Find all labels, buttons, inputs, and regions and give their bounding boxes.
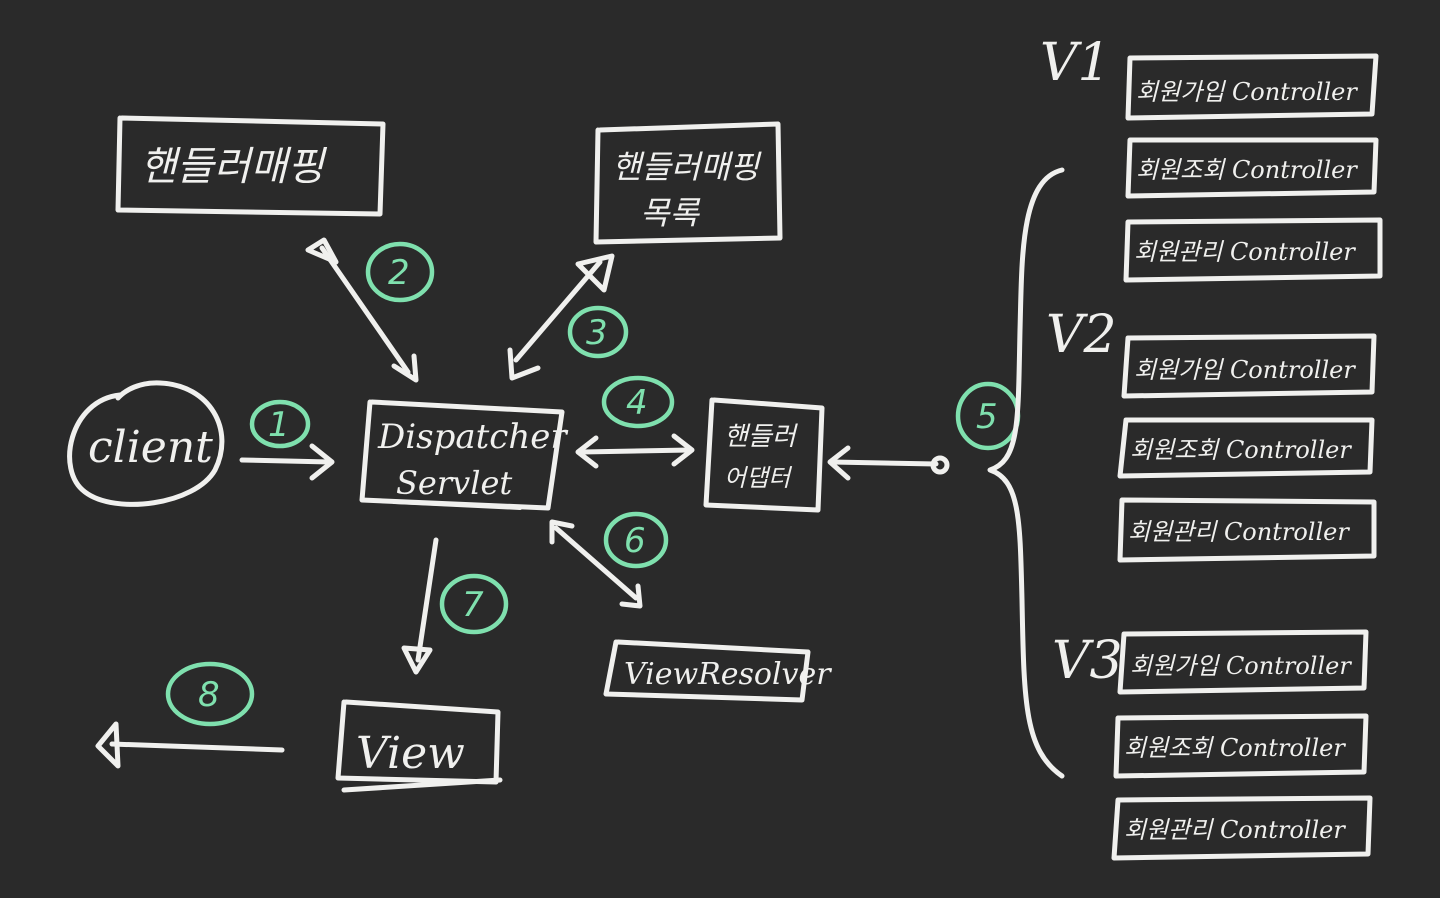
dispatcher-servlet-node: Dispatcher Servlet xyxy=(359,399,568,511)
arrow-dispatcher-handler-mapping-list xyxy=(507,253,615,381)
step-4-label: 4 xyxy=(626,383,648,423)
v3-controller-2: 회원조회 Controller xyxy=(1113,713,1369,779)
version-v2-label: V2 xyxy=(1046,305,1117,365)
v2-controller-2-label: 회원조회 Controller xyxy=(1130,436,1352,464)
view-label: View xyxy=(356,728,465,779)
arrow-response xyxy=(95,721,285,769)
step-7-label: 7 xyxy=(462,585,484,625)
step-4-marker: 4 xyxy=(601,375,675,429)
step-2-marker: 2 xyxy=(365,241,435,303)
step-1-marker: 1 xyxy=(249,399,311,449)
step-3-label: 3 xyxy=(586,313,608,353)
handler-mapping-list-node: 핸들러매핑 목록 xyxy=(593,121,783,245)
step-5-marker: 5 xyxy=(955,381,1021,451)
version-v3-label: V3 xyxy=(1052,631,1123,691)
v1-controller-2-label: 회원조회 Controller xyxy=(1136,156,1358,184)
client-node: client xyxy=(67,380,225,507)
arrow-dispatcher-view xyxy=(401,537,439,675)
step-6-marker: 6 xyxy=(603,511,669,569)
handler-adapter-node: 핸들러 어댑터 xyxy=(703,397,825,513)
handler-mapping-label: 핸들러매핑 xyxy=(140,144,327,190)
handler-mapping-list-label-1: 핸들러매핑 xyxy=(612,148,762,186)
arrow-adapter-controllers xyxy=(827,445,950,481)
view-node: View xyxy=(335,699,503,793)
v1-controller-1: 회원가입 Controller xyxy=(1125,53,1379,121)
dispatcher-label-2: Servlet xyxy=(396,464,512,502)
v1-controller-1-label: 회원가입 Controller xyxy=(1136,78,1358,106)
version-group-brace xyxy=(987,167,1065,779)
v1-controller-2: 회원조회 Controller xyxy=(1125,137,1379,199)
step-1-label: 1 xyxy=(268,405,290,445)
version-v1-label: V1 xyxy=(1040,33,1111,93)
step-6-label: 6 xyxy=(624,521,646,561)
client-label: client xyxy=(88,422,213,473)
view-resolver-label: ViewResolver xyxy=(624,657,832,692)
dispatcher-label-1: Dispatcher xyxy=(377,417,568,457)
view-resolver-node: ViewResolver xyxy=(603,639,832,703)
v2-controller-2: 회원조회 Controller xyxy=(1117,417,1375,479)
arrow-dispatcher-handler-mapping xyxy=(305,237,419,383)
v3-controller-2-label: 회원조회 Controller xyxy=(1124,734,1346,762)
step-3-marker: 3 xyxy=(567,305,629,359)
v2-controller-1-label: 회원가입 Controller xyxy=(1134,356,1356,384)
v2-controller-3: 회원관리 Controller xyxy=(1117,497,1377,563)
handler-adapter-label-2: 어댑터 xyxy=(724,464,793,492)
step-7-marker: 7 xyxy=(439,573,509,635)
v3-controller-1: 회원가입 Controller xyxy=(1117,629,1369,695)
v1-controller-3: 회원관리 Controller xyxy=(1123,217,1383,283)
step-5-label: 5 xyxy=(976,397,998,437)
arrow-client-to-dispatcher xyxy=(239,443,335,481)
step-8-marker: 8 xyxy=(165,661,255,727)
arrow-dispatcher-view-resolver xyxy=(549,519,643,609)
v1-controller-3-label: 회원관리 Controller xyxy=(1134,238,1356,266)
v3-controller-3: 회원관리 Controller xyxy=(1111,795,1373,861)
v2-controller-1: 회원가입 Controller xyxy=(1121,333,1377,399)
v2-controller-3-label: 회원관리 Controller xyxy=(1128,518,1350,546)
v3-controller-3-label: 회원관리 Controller xyxy=(1124,816,1346,844)
step-2-label: 2 xyxy=(388,253,410,293)
handler-mapping-node: 핸들러매핑 xyxy=(115,115,386,217)
step-8-label: 8 xyxy=(198,675,220,715)
handler-adapter-label-1: 핸들러 xyxy=(724,422,798,452)
v3-controller-1-label: 회원가입 Controller xyxy=(1130,652,1352,680)
handler-mapping-list-label-2: 목록 xyxy=(640,194,700,232)
arrow-dispatcher-handler-adapter xyxy=(575,433,695,469)
